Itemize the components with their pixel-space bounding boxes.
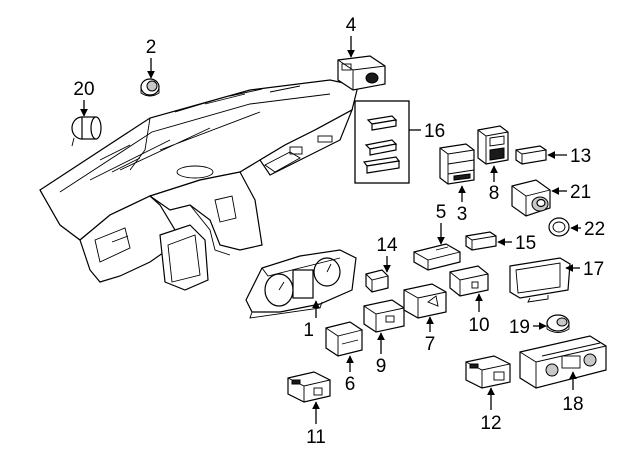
callout-17: 17: [583, 259, 604, 280]
callout-12: 12: [480, 413, 501, 434]
instrument-panel-drawing: [39, 79, 359, 291]
callout-11: 11: [306, 427, 326, 448]
part-8-drawing: [477, 125, 509, 165]
callout-9: 9: [376, 356, 387, 377]
part-10-drawing: [449, 265, 489, 297]
callout-18: 18: [562, 394, 583, 415]
part-16-drawing: [354, 100, 410, 184]
leader-lines: [80, 36, 581, 424]
part-13-drawing: [515, 145, 547, 165]
callout-8: 8: [489, 183, 500, 204]
callout-15: 15: [515, 233, 536, 254]
part-18-drawing: [519, 335, 607, 389]
part-14-drawing: [365, 269, 389, 293]
part-22-drawing: [548, 217, 570, 237]
callout-14: 14: [376, 235, 398, 256]
part-6-drawing: [325, 321, 363, 357]
callout-4: 4: [346, 15, 357, 36]
callout-2: 2: [146, 37, 157, 58]
part-3-drawing: [439, 143, 475, 185]
part-17-drawing: [509, 257, 571, 303]
part-11-drawing: [287, 371, 331, 403]
callout-1: 1: [303, 320, 314, 341]
callout-6: 6: [345, 374, 356, 395]
callout-7: 7: [425, 334, 436, 355]
part-12-drawing: [465, 355, 511, 389]
part-20-drawing: [71, 116, 102, 147]
part-1-drawing: [245, 249, 357, 319]
part-4-drawing: [337, 55, 386, 91]
part-5-drawing: [413, 243, 461, 271]
callout-19: 19: [509, 317, 530, 338]
callout-13: 13: [570, 146, 591, 167]
callout-21: 21: [570, 182, 591, 203]
part-21-drawing: [511, 179, 551, 217]
callout-3: 3: [457, 204, 468, 225]
part-19-drawing: [546, 314, 570, 333]
callout-20: 20: [73, 79, 94, 100]
part-15-drawing: [465, 231, 497, 251]
part-7-drawing: [403, 283, 447, 319]
callout-22: 22: [584, 219, 605, 240]
callout-5: 5: [436, 202, 447, 223]
callout-16: 16: [424, 121, 445, 142]
part-2-drawing: [140, 78, 160, 97]
callout-labels: 20 2 4 16 3 8 13 21 22 5 15 17 14 10 1 6…: [73, 15, 605, 448]
part-9-drawing: [363, 299, 405, 333]
callout-10: 10: [468, 315, 489, 336]
